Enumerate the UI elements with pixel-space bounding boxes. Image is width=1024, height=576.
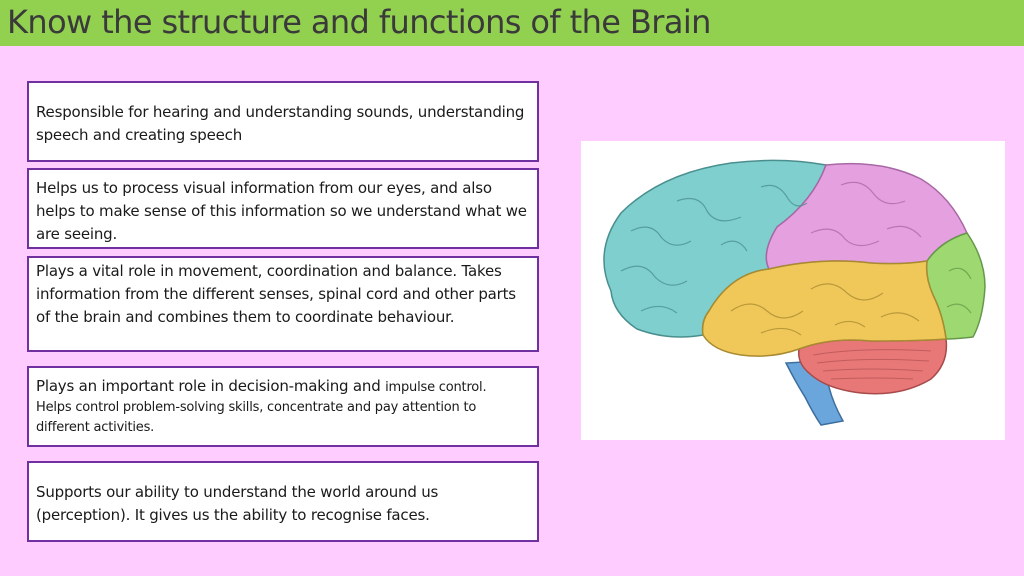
function-text-4: Plays an important role in decision-maki… bbox=[36, 375, 531, 398]
function-text-4-small: Helps control problem-solving skills, co… bbox=[36, 400, 477, 435]
function-text-4-main: Plays an important role in decision-maki… bbox=[36, 377, 386, 395]
function-box-4: Plays an important role in decision-maki… bbox=[27, 366, 539, 447]
title-bar: Know the structure and functions of the … bbox=[0, 0, 1024, 46]
function-text-1: Responsible for hearing and understandin… bbox=[36, 103, 525, 144]
function-text-4-inline-small: impulse control. bbox=[385, 380, 487, 395]
function-text-5: Supports our ability to understand the w… bbox=[36, 483, 439, 524]
function-text-2: Helps us to process visual information f… bbox=[36, 179, 527, 243]
function-box-5: Supports our ability to understand the w… bbox=[27, 461, 539, 542]
function-box-3: Plays a vital role in movement, coordina… bbox=[27, 256, 539, 352]
brain-diagram-icon bbox=[603, 159, 986, 426]
function-box-2: Helps us to process visual information f… bbox=[27, 168, 539, 249]
page-title: Know the structure and functions of the … bbox=[7, 3, 711, 41]
function-box-1: Responsible for hearing and understandin… bbox=[27, 81, 539, 162]
function-text-3: Plays a vital role in movement, coordina… bbox=[36, 262, 516, 326]
brain-image-panel bbox=[581, 141, 1005, 440]
